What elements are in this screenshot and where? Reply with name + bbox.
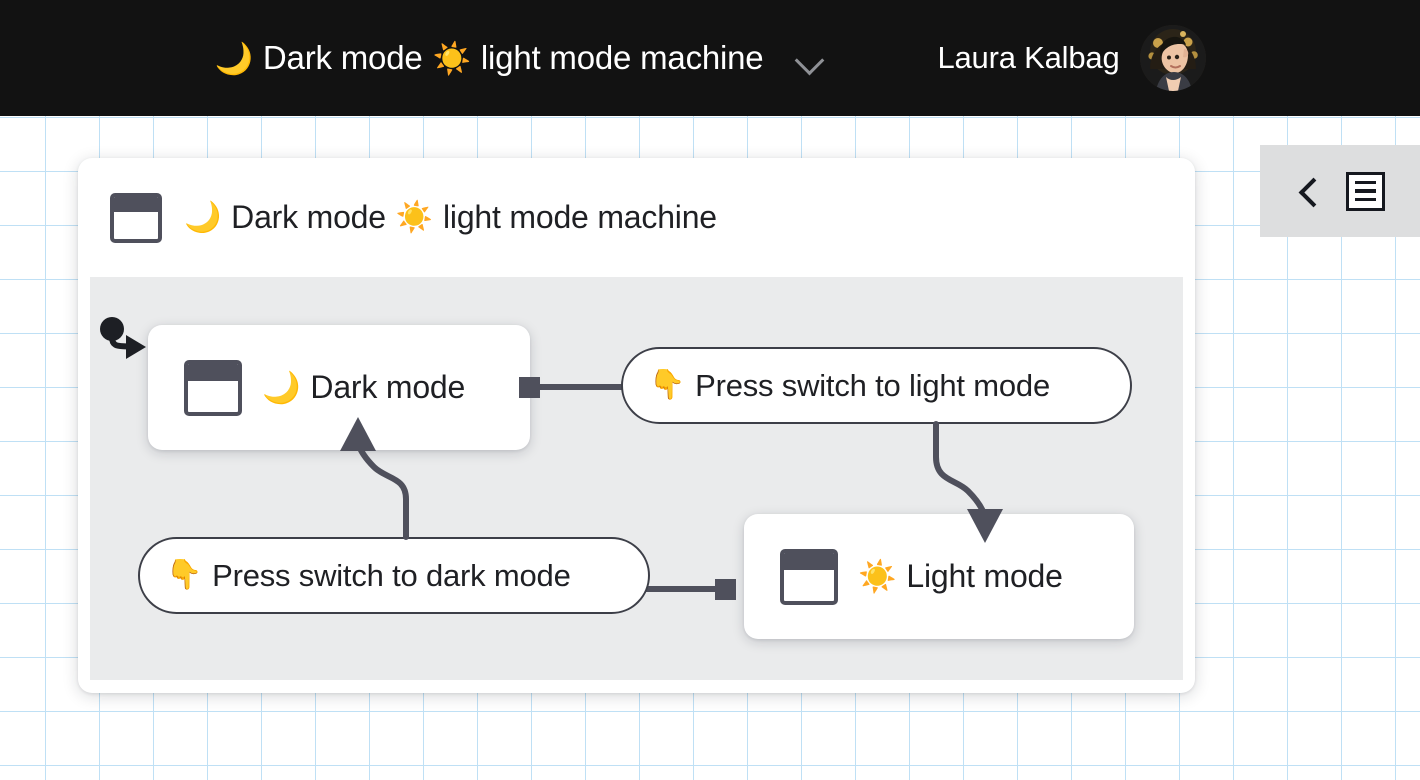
moon-icon: 🌙 bbox=[214, 40, 254, 76]
user-name-label: Laura Kalbag bbox=[937, 40, 1120, 75]
machine-title-part-2: light mode machine bbox=[443, 199, 717, 235]
user-menu[interactable]: Laura Kalbag bbox=[937, 25, 1206, 91]
state-node-dark-mode[interactable]: 🌙 Dark mode bbox=[148, 325, 530, 450]
menu-line bbox=[1354, 180, 1376, 185]
chevron-left-icon[interactable] bbox=[1296, 174, 1322, 208]
top-bar: 🌙 Dark mode ☀️ light mode machine Laura … bbox=[0, 0, 1420, 116]
side-panel-toolbar bbox=[1260, 145, 1420, 237]
event-node-press-switch-to-light-mode[interactable]: 👇 Press switch to light mode bbox=[621, 347, 1132, 424]
edge-dark-to-light-event bbox=[530, 384, 626, 390]
pointing-down-icon: 👇 bbox=[649, 369, 686, 401]
menu-line bbox=[1354, 189, 1376, 193]
header-title-part-1: Dark mode bbox=[262, 39, 423, 76]
state-node-icon bbox=[780, 548, 838, 605]
machine-card[interactable]: 🌙 Dark mode ☀️ light mode machine bbox=[78, 158, 1195, 693]
sun-icon: ☀️ bbox=[395, 200, 434, 234]
machine-title: 🌙 Dark mode ☀️ light mode machine bbox=[184, 199, 717, 236]
state-node-text: Light mode bbox=[906, 558, 1063, 594]
avatar[interactable] bbox=[1139, 25, 1206, 91]
event-node-label: Press switch to dark mode bbox=[212, 557, 571, 593]
moon-icon: 🌙 bbox=[184, 200, 222, 234]
chevron-down-icon[interactable] bbox=[793, 41, 827, 75]
initial-state-marker bbox=[100, 317, 146, 359]
state-node-label: ☀️ Light mode bbox=[858, 558, 1063, 595]
sun-icon: ☀️ bbox=[858, 559, 897, 594]
state-node-label: 🌙 Dark mode bbox=[262, 369, 465, 406]
sun-icon: ☀️ bbox=[432, 40, 472, 76]
state-node-icon bbox=[110, 192, 162, 243]
pointing-down-icon: 👇 bbox=[166, 559, 203, 591]
state-node-text: Dark mode bbox=[310, 369, 466, 405]
edge-dark-event-to-light-state bbox=[640, 586, 722, 592]
state-node-light-mode[interactable]: ☀️ Light mode bbox=[744, 514, 1134, 639]
event-node-press-switch-to-dark-mode[interactable]: 👇 Press switch to dark mode bbox=[138, 537, 650, 614]
source-handle-dark-mode[interactable] bbox=[519, 377, 540, 398]
menu-line bbox=[1354, 197, 1376, 202]
machine-card-header: 🌙 Dark mode ☀️ light mode machine bbox=[78, 158, 1195, 277]
hamburger-menu-icon[interactable] bbox=[1345, 171, 1385, 211]
machine-graph-area[interactable]: 🌙 Dark mode ☀️ Light mode 👇 Press switch… bbox=[90, 277, 1183, 680]
moon-icon: 🌙 bbox=[262, 370, 301, 405]
state-node-icon bbox=[184, 359, 242, 416]
header-title-part-2: light mode machine bbox=[480, 39, 764, 76]
machine-name-header: 🌙 Dark mode ☀️ light mode machine bbox=[215, 39, 764, 77]
machine-title-part-1: Dark mode bbox=[231, 199, 386, 235]
event-node-label: Press switch to light mode bbox=[695, 367, 1050, 403]
source-handle-light-mode[interactable] bbox=[715, 579, 736, 600]
